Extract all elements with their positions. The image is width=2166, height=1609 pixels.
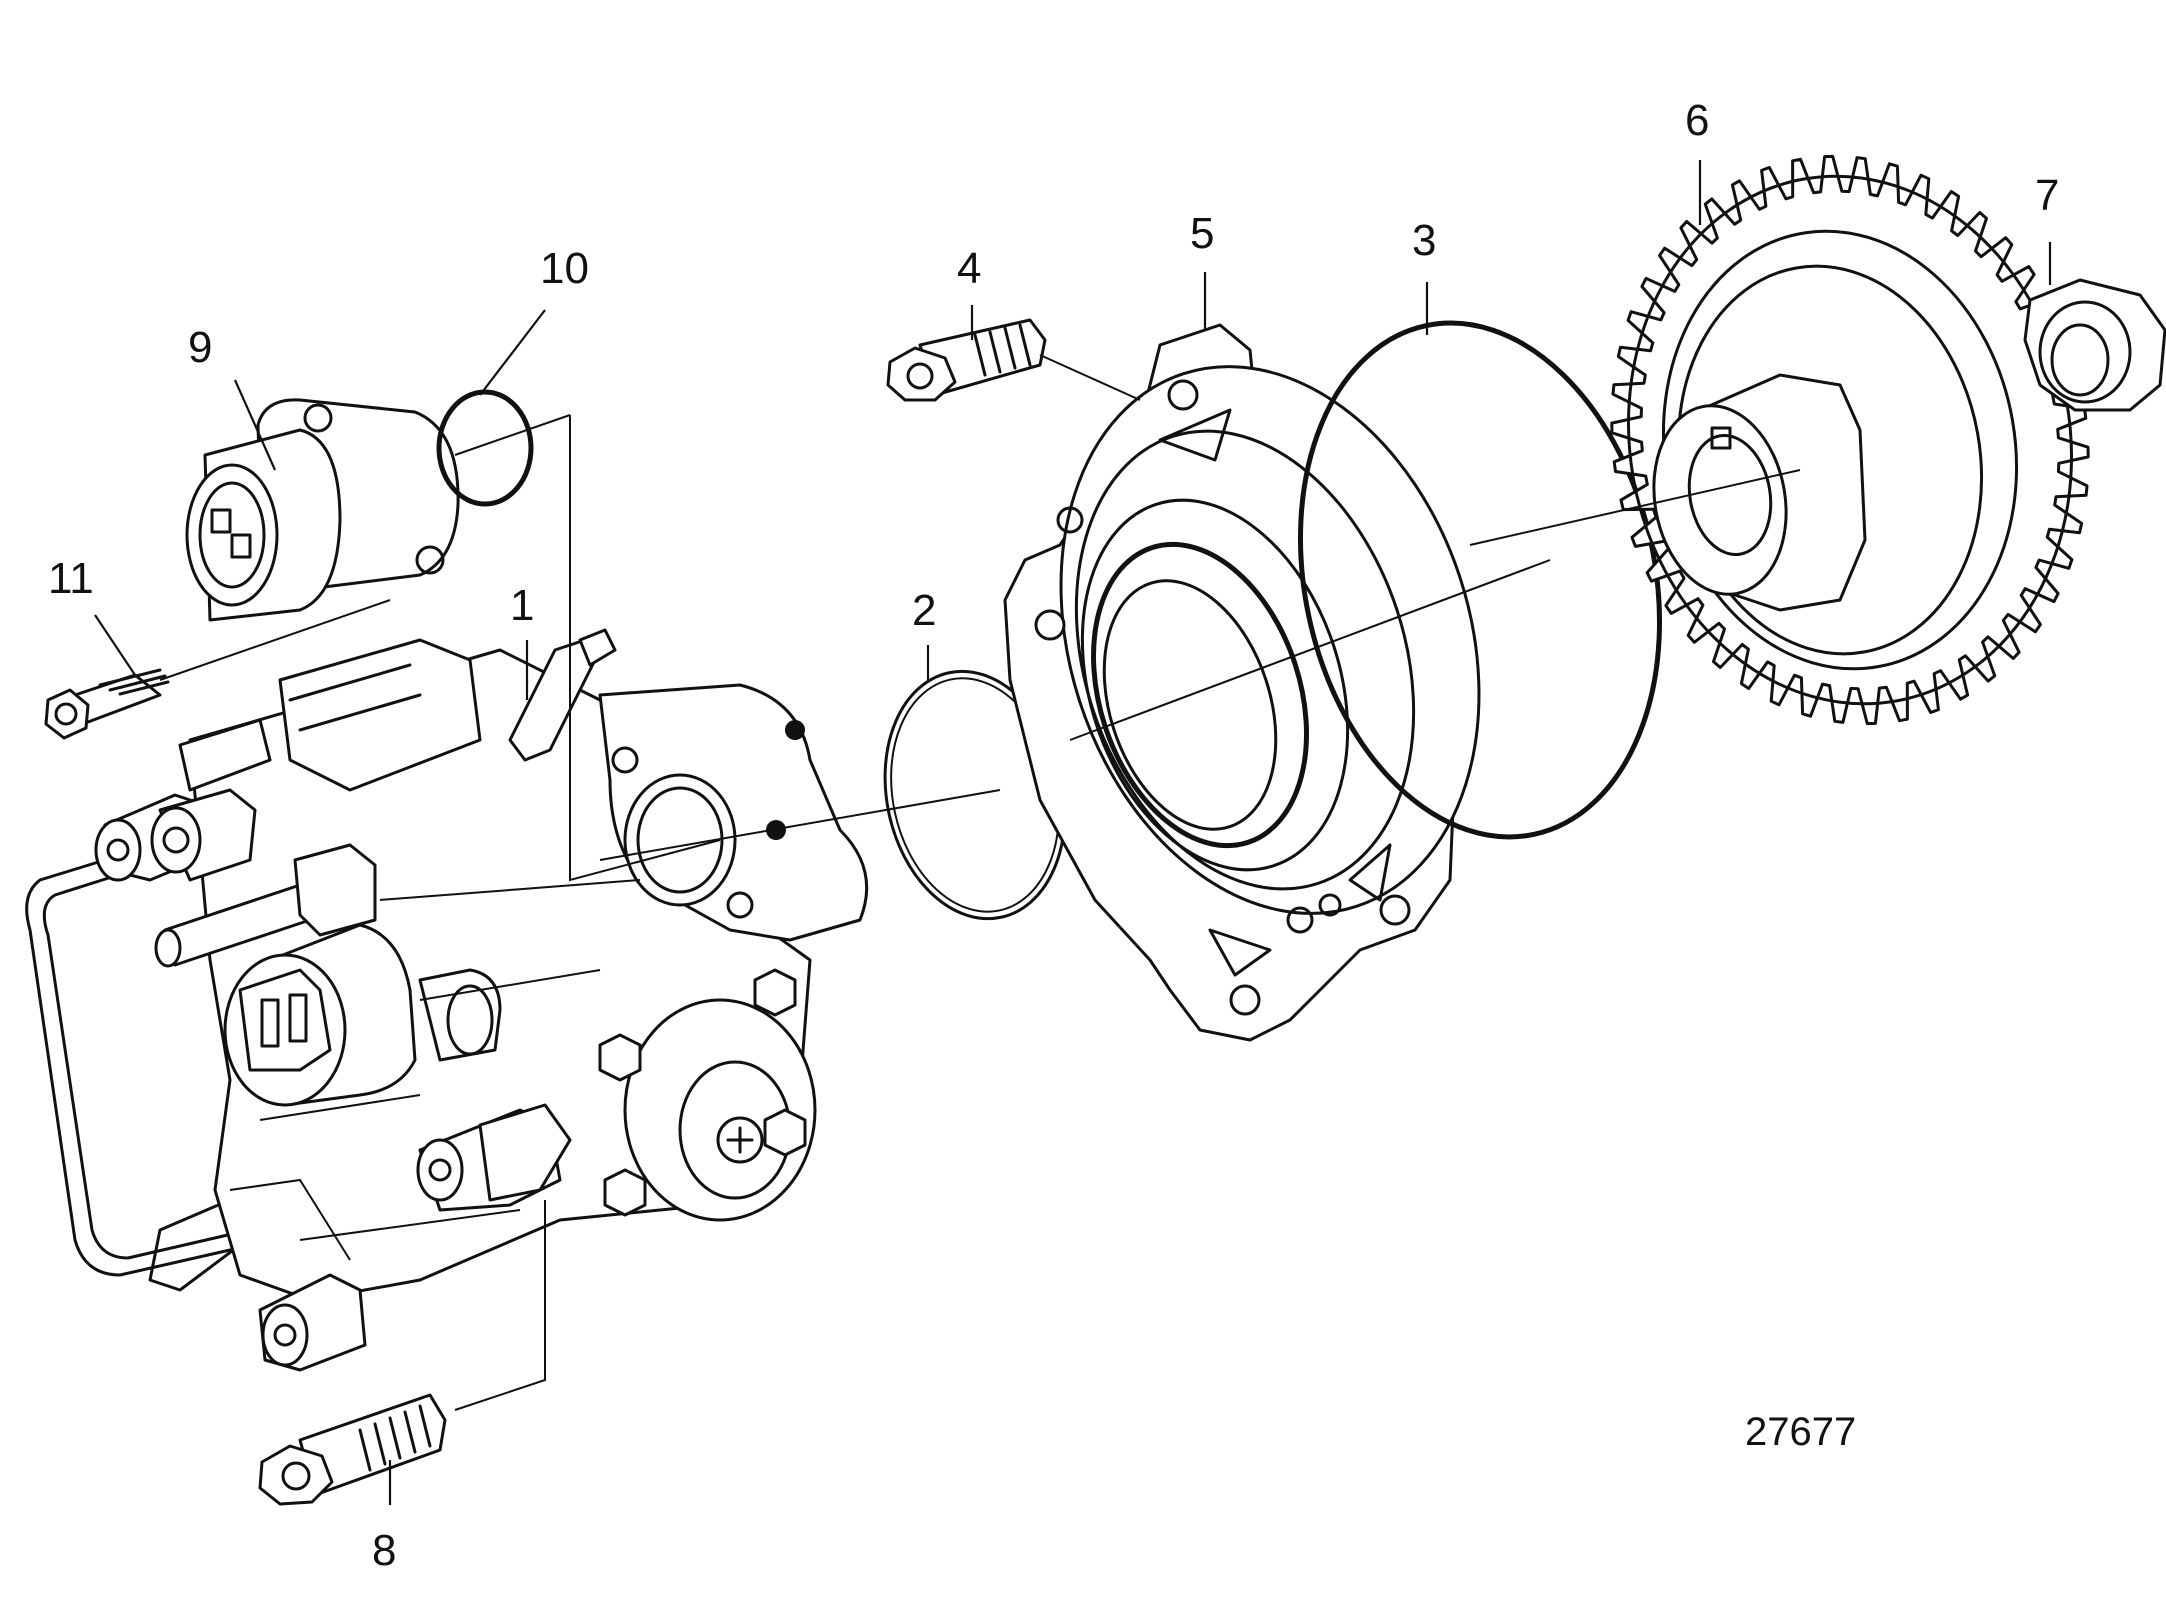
callout-1: 1 xyxy=(510,581,534,630)
part-5-bearing-housing xyxy=(1003,323,1481,1042)
part-1-high-pressure-pump xyxy=(25,628,869,1372)
callout-5: 5 xyxy=(1190,209,1214,258)
leader-lines xyxy=(94,160,2052,1505)
part-4-screw xyxy=(886,318,1047,402)
callout-6: 6 xyxy=(1685,96,1709,145)
part-11-screw xyxy=(44,668,170,740)
part-6-gear xyxy=(1610,154,2090,726)
callout-10: 10 xyxy=(540,244,589,293)
callout-2: 2 xyxy=(912,586,936,635)
callout-labels: 1 2 3 4 5 6 7 8 9 10 11 xyxy=(48,96,2059,1575)
part-7-nut xyxy=(2023,278,2166,412)
leader-9 xyxy=(233,379,277,471)
leader-11 xyxy=(94,614,136,676)
part-8-screw xyxy=(258,1393,447,1506)
callout-8: 8 xyxy=(372,1526,396,1575)
figure-number: 27677 xyxy=(1745,1410,1856,1454)
callout-9: 9 xyxy=(188,323,212,372)
callout-4: 4 xyxy=(957,244,981,293)
callout-3: 3 xyxy=(1412,216,1436,265)
leader-10 xyxy=(479,309,546,396)
part-10-o-ring xyxy=(436,389,534,507)
part-9-solenoid-valve xyxy=(185,398,460,622)
callout-7: 7 xyxy=(2035,171,2059,220)
assembly-axes xyxy=(159,354,1801,1411)
callout-11: 11 xyxy=(48,554,94,603)
